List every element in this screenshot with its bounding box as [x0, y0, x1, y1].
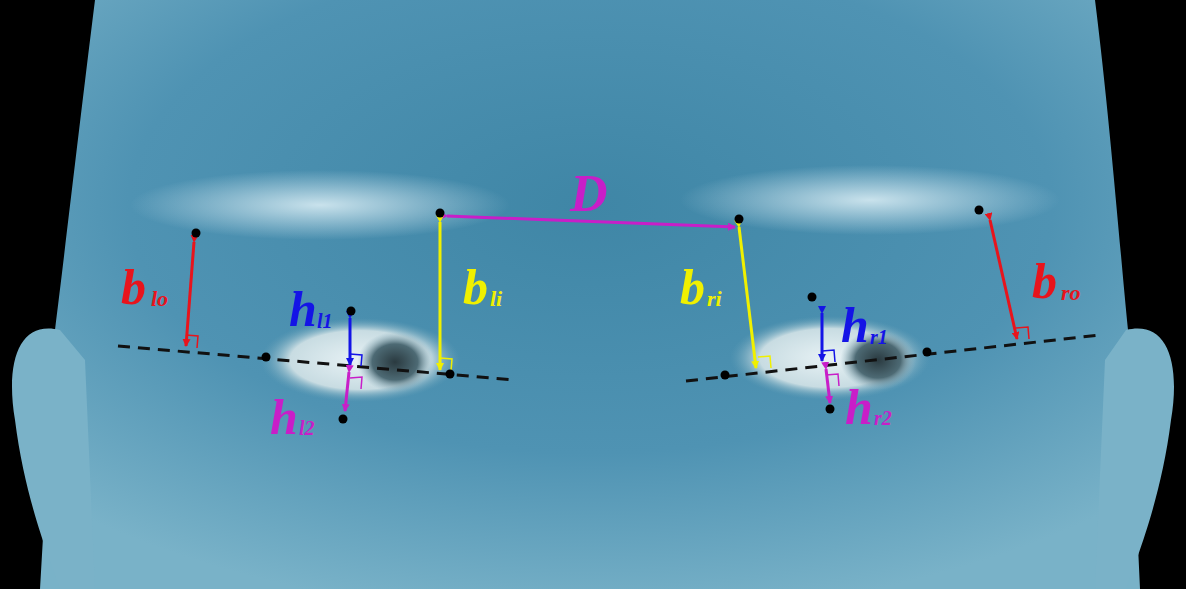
- dimension-letter: D: [570, 168, 608, 220]
- dimension-letter: h: [845, 382, 873, 432]
- dimension-subscript: ro: [1061, 282, 1081, 304]
- dimension-subscript: l1: [317, 311, 333, 331]
- dimension-letter: h: [270, 392, 298, 442]
- dimension-subscript: r2: [874, 408, 892, 428]
- dimension-subscript: lo: [151, 288, 168, 310]
- dimension-subscript: li: [490, 288, 502, 310]
- dimension-letter: h: [841, 300, 869, 350]
- dimension-letter: b: [680, 262, 705, 312]
- dimension-subscript: l2: [299, 418, 315, 438]
- dimension-letter: b: [1032, 256, 1057, 306]
- dimension-letter: b: [463, 262, 488, 312]
- dimension-letter: h: [289, 284, 317, 334]
- dimension-subscript: ri: [707, 288, 722, 310]
- dimension-letter: b: [121, 262, 146, 312]
- dimension-subscript: r1: [870, 327, 888, 347]
